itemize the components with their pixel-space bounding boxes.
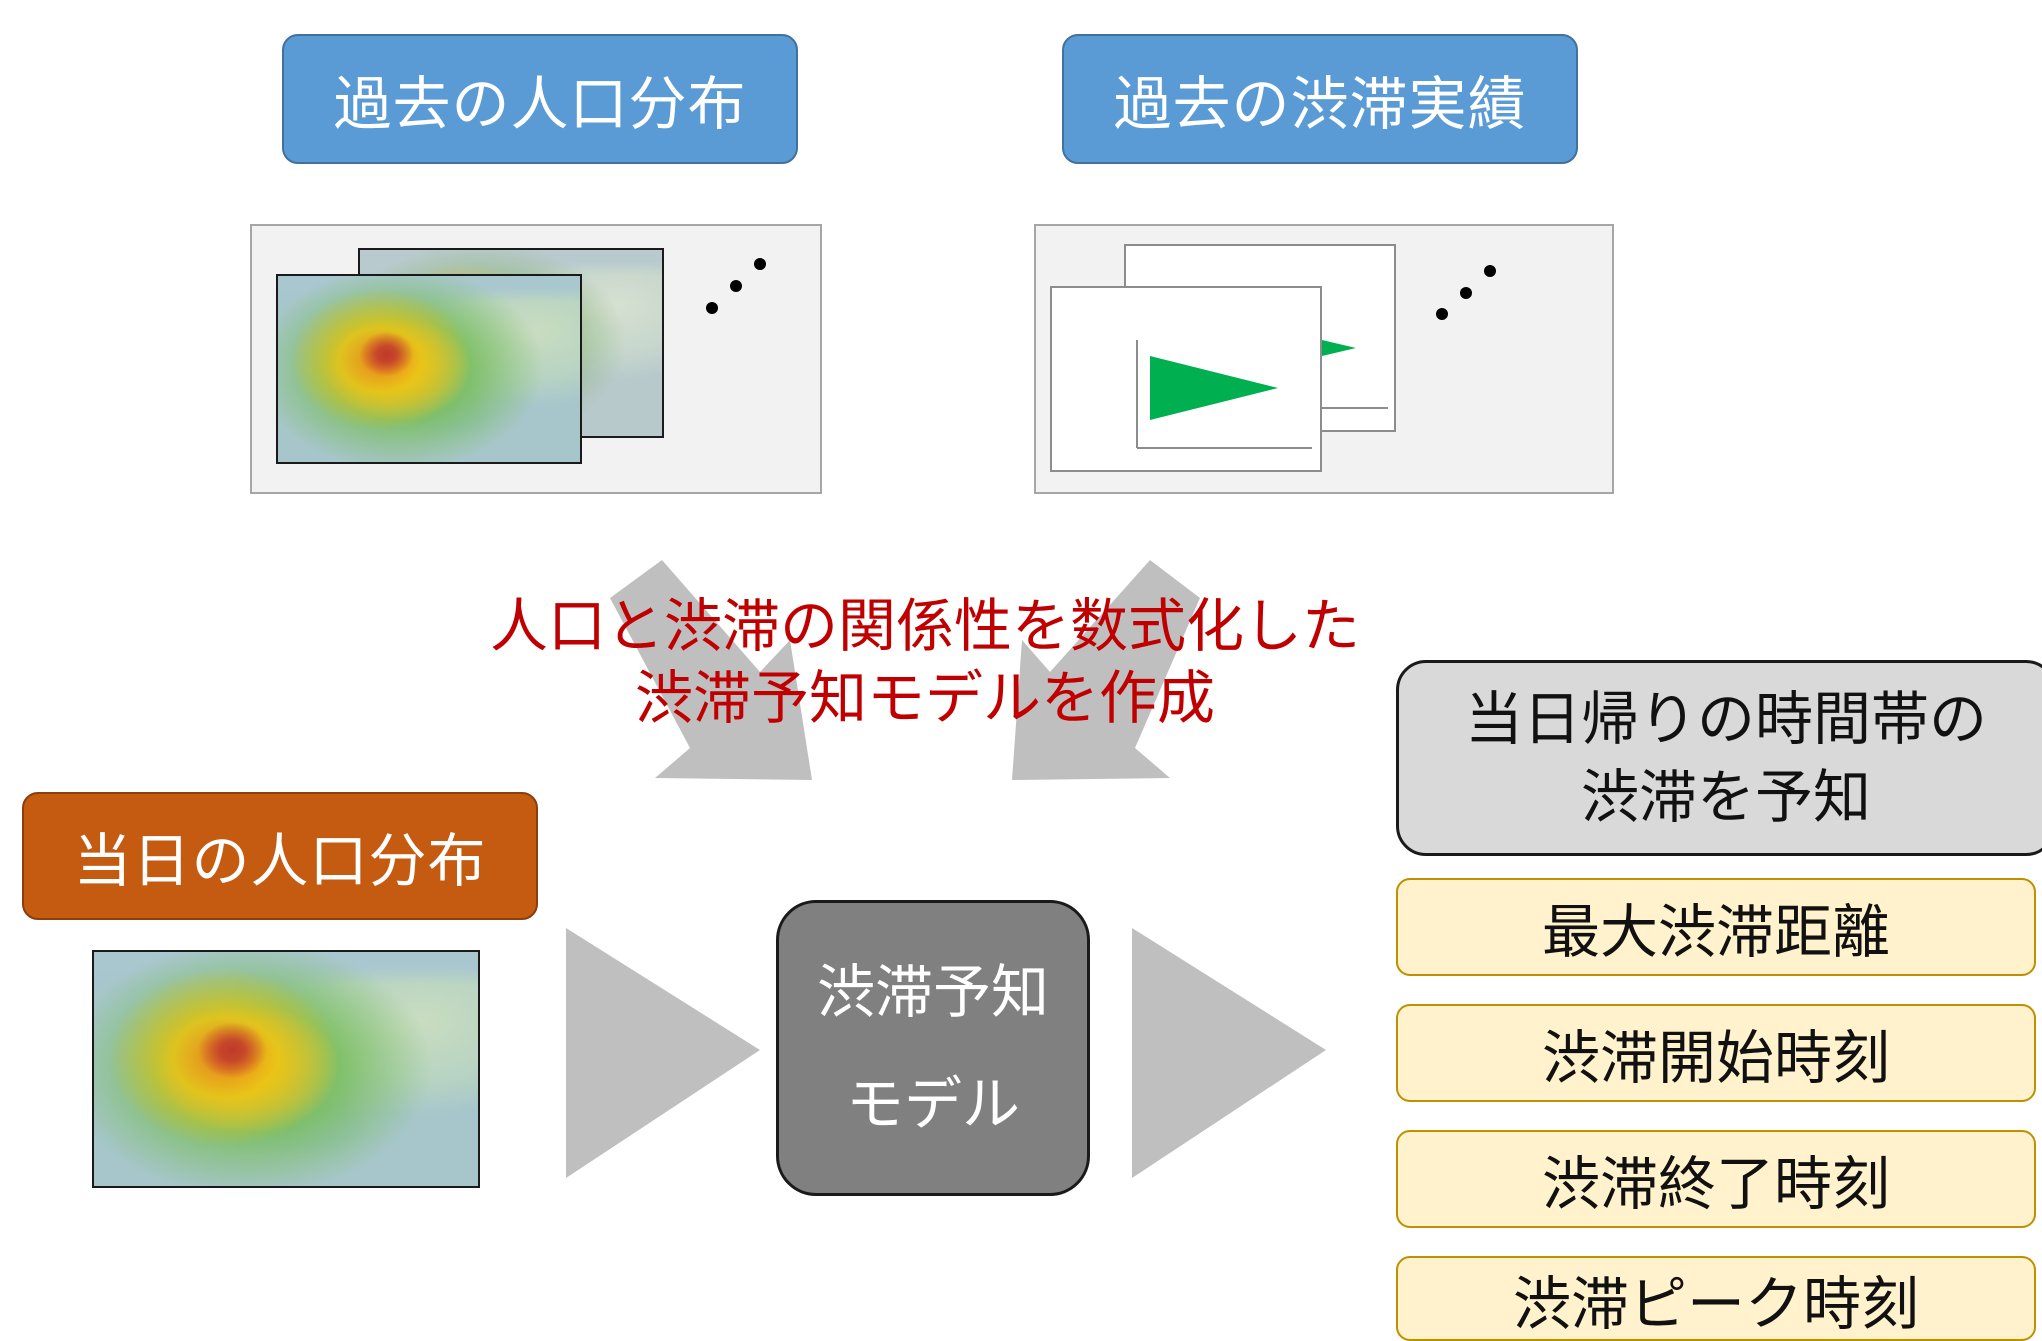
map-thumbnail-front [276, 274, 582, 464]
prediction-header-line-1: 当日帰りの時間帯の [1464, 685, 1987, 753]
model-caption: 人口と渋滞の関係性を数式化した 渋滞予知モデルを作成 [420, 590, 1430, 740]
item-max-congestion-distance: 最大渋滞距離 [1396, 878, 2036, 976]
past-congestion-label: 過去の渋滞実績 [1062, 34, 1578, 164]
item-congestion-peak-time: 渋滞ピーク時刻 [1396, 1256, 2036, 1341]
item-congestion-end-time: 渋滞終了時刻 [1396, 1130, 2036, 1228]
prediction-header: 当日帰りの時間帯の 渋滞を予知 [1396, 660, 2042, 856]
caption-line-1: 人口と渋滞の関係性を数式化した [489, 592, 1360, 660]
model-label-line-1: 渋滞予知 [816, 958, 1049, 1026]
down-arrow-right [1012, 560, 1200, 780]
item-congestion-start-time: 渋滞開始時刻 [1396, 1004, 2036, 1102]
ellipsis-dot [706, 302, 718, 314]
ellipsis-dot [1460, 287, 1472, 299]
ellipsis-dot [1484, 265, 1496, 277]
right-arrow-output [1132, 928, 1326, 1178]
model-label-line-2: モデル [845, 1070, 1020, 1138]
right-arrow-input [566, 928, 760, 1178]
past-population-label: 過去の人口分布 [282, 34, 798, 164]
congestion-slide-front [1050, 286, 1322, 472]
prediction-header-line-2: 渋滞を予知 [1580, 763, 1871, 831]
ellipsis-dot [754, 258, 766, 270]
today-map [92, 950, 480, 1188]
today-population-label: 当日の人口分布 [22, 792, 538, 920]
prediction-model-box: 渋滞予知 モデル [776, 900, 1090, 1196]
ellipsis-dot [730, 280, 742, 292]
caption-line-2: 渋滞予知モデルを作成 [634, 664, 1215, 732]
ellipsis-dot [1436, 308, 1448, 320]
down-arrow-left [610, 560, 812, 780]
green-flag-icon [1150, 356, 1278, 420]
